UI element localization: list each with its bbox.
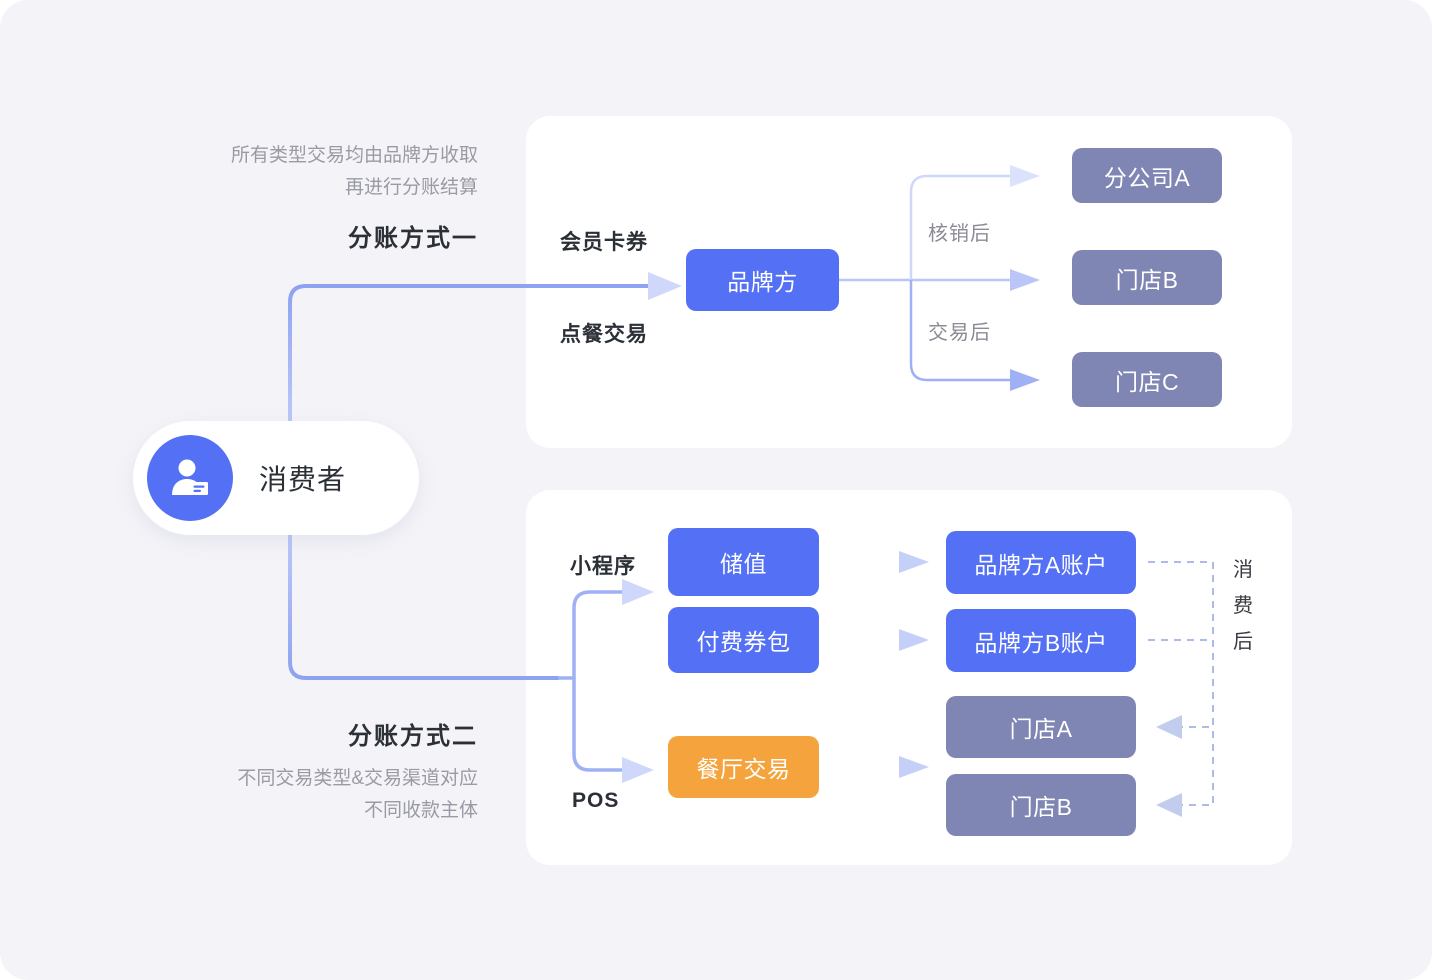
node-store-c[interactable]: 门店C xyxy=(1072,352,1222,407)
caption-method-one: 所有类型交易均由品牌方收取 再进行分账结算 分账方式一 xyxy=(60,140,478,253)
node-restaurant-transaction[interactable]: 餐厅交易 xyxy=(668,736,819,798)
node-brand-b-account[interactable]: 品牌方B账户 xyxy=(946,609,1136,672)
panel-method-two xyxy=(526,490,1292,865)
consumer-label: 消费者 xyxy=(259,464,347,495)
label-after-verification: 核销后 xyxy=(928,223,991,245)
node-store-b[interactable]: 门店B xyxy=(1072,250,1222,305)
label-miniprogram: 小程序 xyxy=(570,555,636,578)
consumer-badge[interactable]: 消费者 xyxy=(133,421,419,535)
user-card-icon xyxy=(147,435,233,521)
node-store-a[interactable]: 门店A xyxy=(946,696,1136,758)
node-brand-a-account[interactable]: 品牌方A账户 xyxy=(946,531,1136,594)
label-pos: POS xyxy=(572,789,620,812)
node-branch-company-a[interactable]: 分公司A xyxy=(1072,148,1222,203)
node-stored-value[interactable]: 储值 xyxy=(668,528,819,596)
node-brand-owner[interactable]: 品牌方 xyxy=(686,249,839,311)
node-paid-coupon-pack[interactable]: 付费券包 xyxy=(668,607,819,673)
node-store-b-bottom[interactable]: 门店B xyxy=(946,774,1136,836)
label-member-card: 会员卡券 xyxy=(560,231,648,254)
caption-method-two: 分账方式二 不同交易类型&交易渠道对应 不同收款主体 xyxy=(60,716,478,827)
caption-method-one-description: 所有类型交易均由品牌方收取 再进行分账结算 xyxy=(230,145,478,198)
caption-method-two-title: 分账方式二 xyxy=(348,723,478,750)
label-order-transaction: 点餐交易 xyxy=(560,323,648,346)
label-after-consumption: 消费后 xyxy=(1233,559,1253,653)
caption-method-one-title: 分账方式一 xyxy=(348,225,478,252)
label-after-transaction: 交易后 xyxy=(928,322,991,344)
caption-method-two-description: 不同交易类型&交易渠道对应 不同收款主体 xyxy=(237,768,478,821)
